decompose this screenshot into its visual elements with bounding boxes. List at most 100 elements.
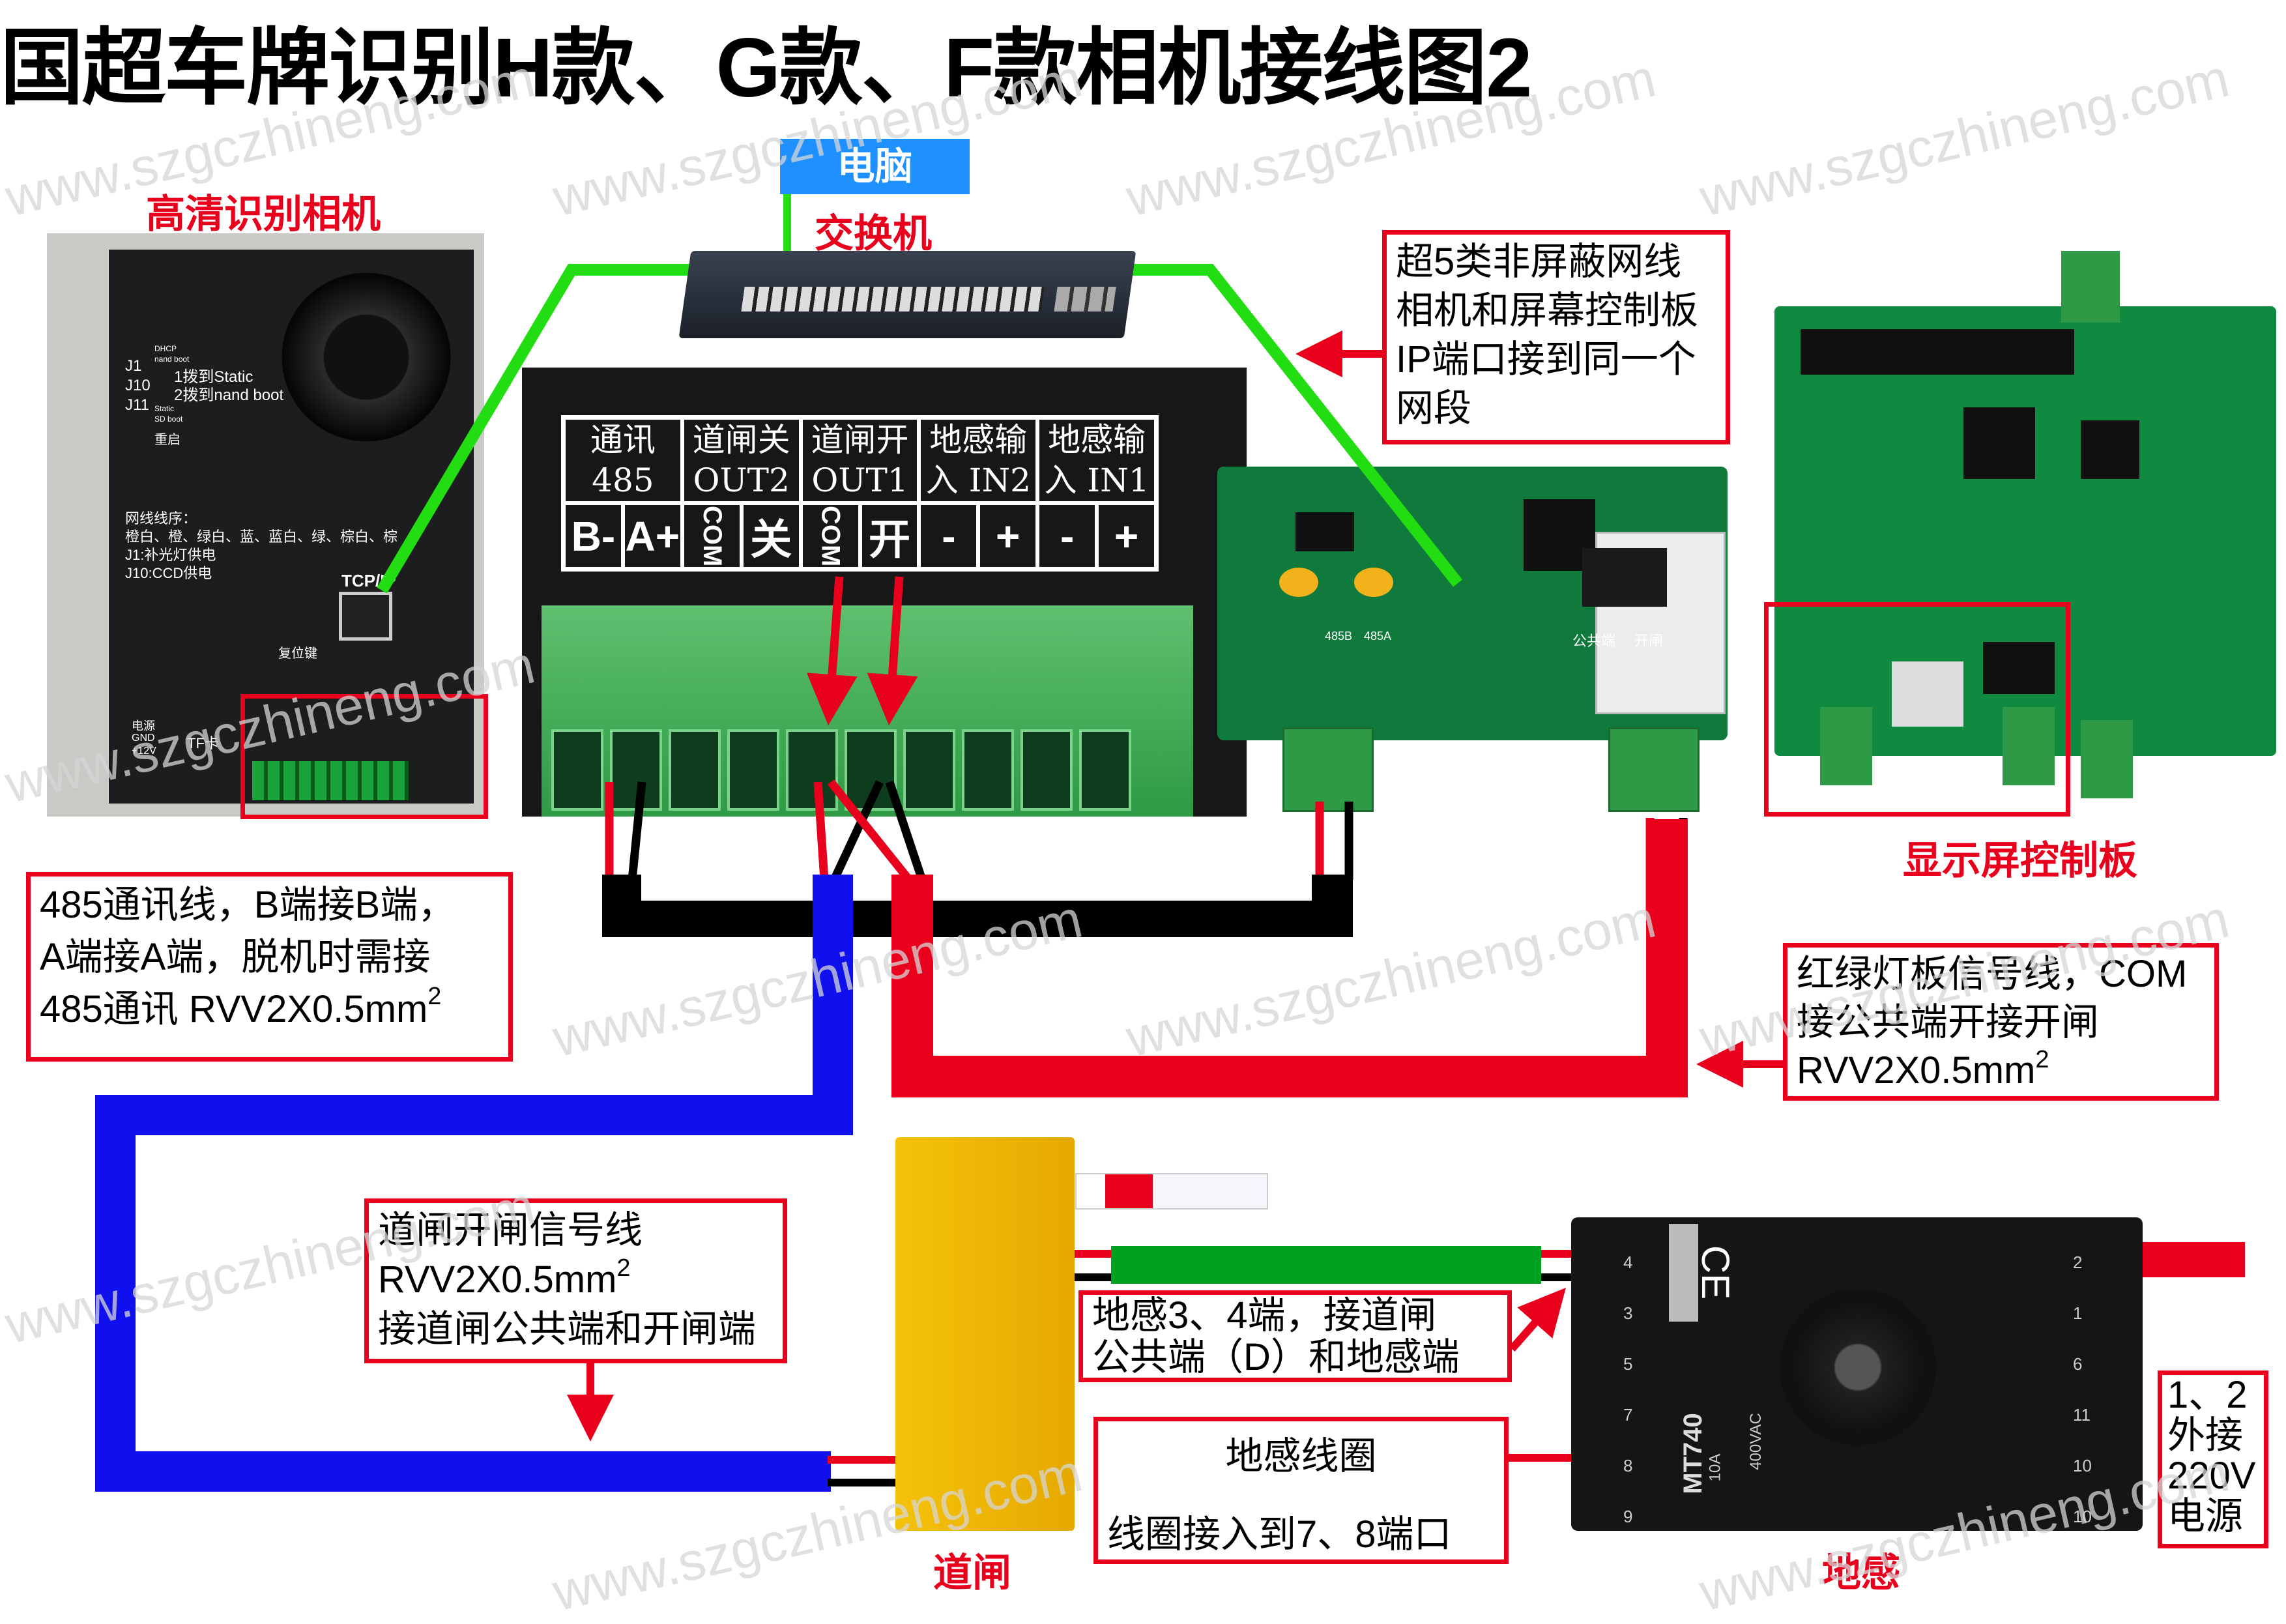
callout-line: 线圈接入到7、8端口: [1107, 1513, 1452, 1556]
traffic-light-callout: 红绿灯板信号线，COM 接公共端开接开闸 RVV2X0.5mm2: [1783, 943, 2219, 1101]
pin-number: 4: [1623, 1253, 1633, 1272]
pin-in1-plus: +: [1097, 503, 1156, 569]
switch-label: 交换机: [815, 212, 932, 255]
display-board-highlight: [1764, 602, 2070, 817]
black-cable: [602, 901, 1353, 937]
header-in1: 地感输入 IN1: [1037, 418, 1156, 504]
pin-number: 10: [2073, 1456, 2092, 1475]
gate-signal-callout: 道闸开闸信号线 RVV2X0.5mm2 接道闸公共端和开闸端: [364, 1198, 787, 1363]
restart-label: 重启: [154, 433, 181, 447]
page-title: 国超车牌识别H款、G款、F款相机接线图2: [0, 22, 1532, 115]
loop-detector: CE MT740 10A 400VAC 4 3 5 7 8 9 2 1 6 11…: [1571, 1217, 2143, 1531]
board-open-label: 开闸: [1634, 633, 1664, 649]
callout-line: 485通讯线，B端接B端，: [40, 884, 456, 926]
callout-line: 网段: [1396, 387, 1472, 429]
rating-label: 400VAC: [1746, 1413, 1765, 1470]
pin-number: 6: [2073, 1354, 2083, 1374]
pin-number: 8: [1623, 1456, 1633, 1475]
pin-number: 7: [1623, 1405, 1633, 1425]
pin-number: 10: [2073, 1507, 2092, 1526]
pin-number: 2: [2073, 1253, 2083, 1272]
blue-cable: [95, 875, 853, 1492]
pin-b: B-: [564, 503, 623, 569]
model-label: MT740: [1678, 1413, 1707, 1494]
loop-terminals-callout: 地感3、4端，接道闸 公共端（D）和地感端: [1078, 1290, 1512, 1382]
j10-note: J10:CCD供电: [125, 565, 212, 581]
callout-line: 相机和屏幕控制板: [1396, 289, 1699, 332]
gnd-label: GND: [132, 732, 155, 744]
callout-line: 电源: [2167, 1495, 2244, 1537]
callout-line: 外接: [2167, 1414, 2244, 1457]
reset-label: 复位键: [278, 646, 317, 661]
dip-label: Static: [154, 404, 175, 413]
ce-mark: CE: [1694, 1245, 1738, 1300]
dip-note: 1拨到Static: [174, 368, 253, 386]
barrier-label: 道闸: [933, 1551, 1011, 1595]
callout-line: 超5类非屏蔽网线: [1396, 240, 1682, 283]
callout-line: 红绿灯板信号线，COM: [1797, 953, 2188, 995]
pin-in2-minus: -: [919, 503, 979, 569]
rs485-callout: 485通讯线，B端接B端， A端接A端，脱机时需接 485通讯 RVV2X0.5…: [26, 872, 513, 1062]
callout-line: A端接A端，脱机时需接: [40, 936, 431, 978]
pin-in1-minus: -: [1037, 503, 1097, 569]
pin-out1-open: 开: [860, 503, 919, 569]
red-cable: [891, 819, 1688, 1097]
dip-label: SD boot: [154, 414, 183, 424]
camera-terminal-highlight: [240, 694, 488, 819]
loop-coil-callout: 地感线圈 线圈接入到7、8端口: [1093, 1417, 1509, 1564]
display-board-photo: [1768, 251, 2281, 813]
terminal-block: [1282, 727, 1374, 812]
callout-title: 地感线圈: [1225, 1435, 1377, 1477]
tf-label: TF卡: [187, 735, 219, 751]
pin-out1-com: COM: [800, 503, 860, 569]
pin-in2-plus: +: [978, 503, 1038, 569]
callout-line: IP端口接到同一个: [1396, 338, 1696, 381]
power-label: 电源: [132, 719, 155, 732]
fan-icon: [282, 272, 451, 442]
header-in2: 地感输入 IN2: [919, 418, 1038, 504]
loop-coil-cable: [1111, 1246, 1541, 1284]
board-pin-label: 485B: [1325, 630, 1353, 643]
terminal-block: [1608, 727, 1700, 812]
callout-line: 地感3、4端，接道闸: [1092, 1294, 1437, 1337]
power-callout: 1、2 外接 220V 电源: [2158, 1370, 2268, 1548]
jumper-label: J10: [125, 377, 151, 394]
callout-line: 公共端（D）和地感端: [1092, 1336, 1460, 1378]
callout-line: 接道闸公共端和开闸端: [378, 1308, 757, 1350]
pin-a: A+: [622, 503, 682, 569]
callout-line: 485通讯 RVV2X0.5mm2: [40, 983, 442, 1030]
pc-label: 电脑: [837, 145, 913, 188]
signal-board-photo: 485B 485A 公共端 开闸: [1217, 467, 1728, 817]
network-cable-camera: [377, 264, 691, 594]
dip-note: 2拨到nand boot: [174, 386, 284, 404]
pin-number: 1: [2073, 1303, 2083, 1323]
pin-number: 3: [1623, 1303, 1633, 1323]
j1-note: J1:补光灯供电: [125, 547, 216, 563]
v12-label: +12V: [132, 746, 156, 757]
pin-out2-close: 关: [741, 503, 801, 569]
display-board-label: 显示屏控制板: [1903, 839, 2137, 882]
ethernet-port: [339, 592, 392, 641]
power-cable: [2139, 1242, 2245, 1277]
dip-label: nand boot: [154, 355, 190, 364]
loop-detector-label: 地感: [1822, 1551, 1900, 1595]
rating-label: 10A: [1706, 1453, 1724, 1482]
pin-number: 9: [1623, 1507, 1633, 1526]
callout-line: 1、2: [2167, 1374, 2248, 1416]
board-pin-label: 485A: [1364, 630, 1392, 643]
wiring-order: 橙白、橙、绿白、蓝、蓝白、绿、棕白、棕: [125, 529, 398, 545]
network-cable-callout: 超5类非屏蔽网线 相机和屏幕控制板 IP端口接到同一个 网段: [1382, 230, 1730, 444]
network-switch: [678, 251, 1136, 338]
barrier-gate: [895, 1137, 1075, 1531]
camera-label: 高清识别相机: [146, 192, 381, 236]
board-common-label: 公共端: [1572, 633, 1616, 649]
pin-out2-com: COM: [682, 503, 742, 569]
callout-line: RVV2X0.5mm2: [378, 1254, 631, 1301]
pc-box: 电脑: [780, 139, 970, 194]
camera-photo: J1 J10 J11 DHCP nand boot Static SD boot…: [47, 233, 484, 817]
dip-label: DHCP: [154, 344, 177, 353]
barrier-arm: [1075, 1173, 1268, 1210]
